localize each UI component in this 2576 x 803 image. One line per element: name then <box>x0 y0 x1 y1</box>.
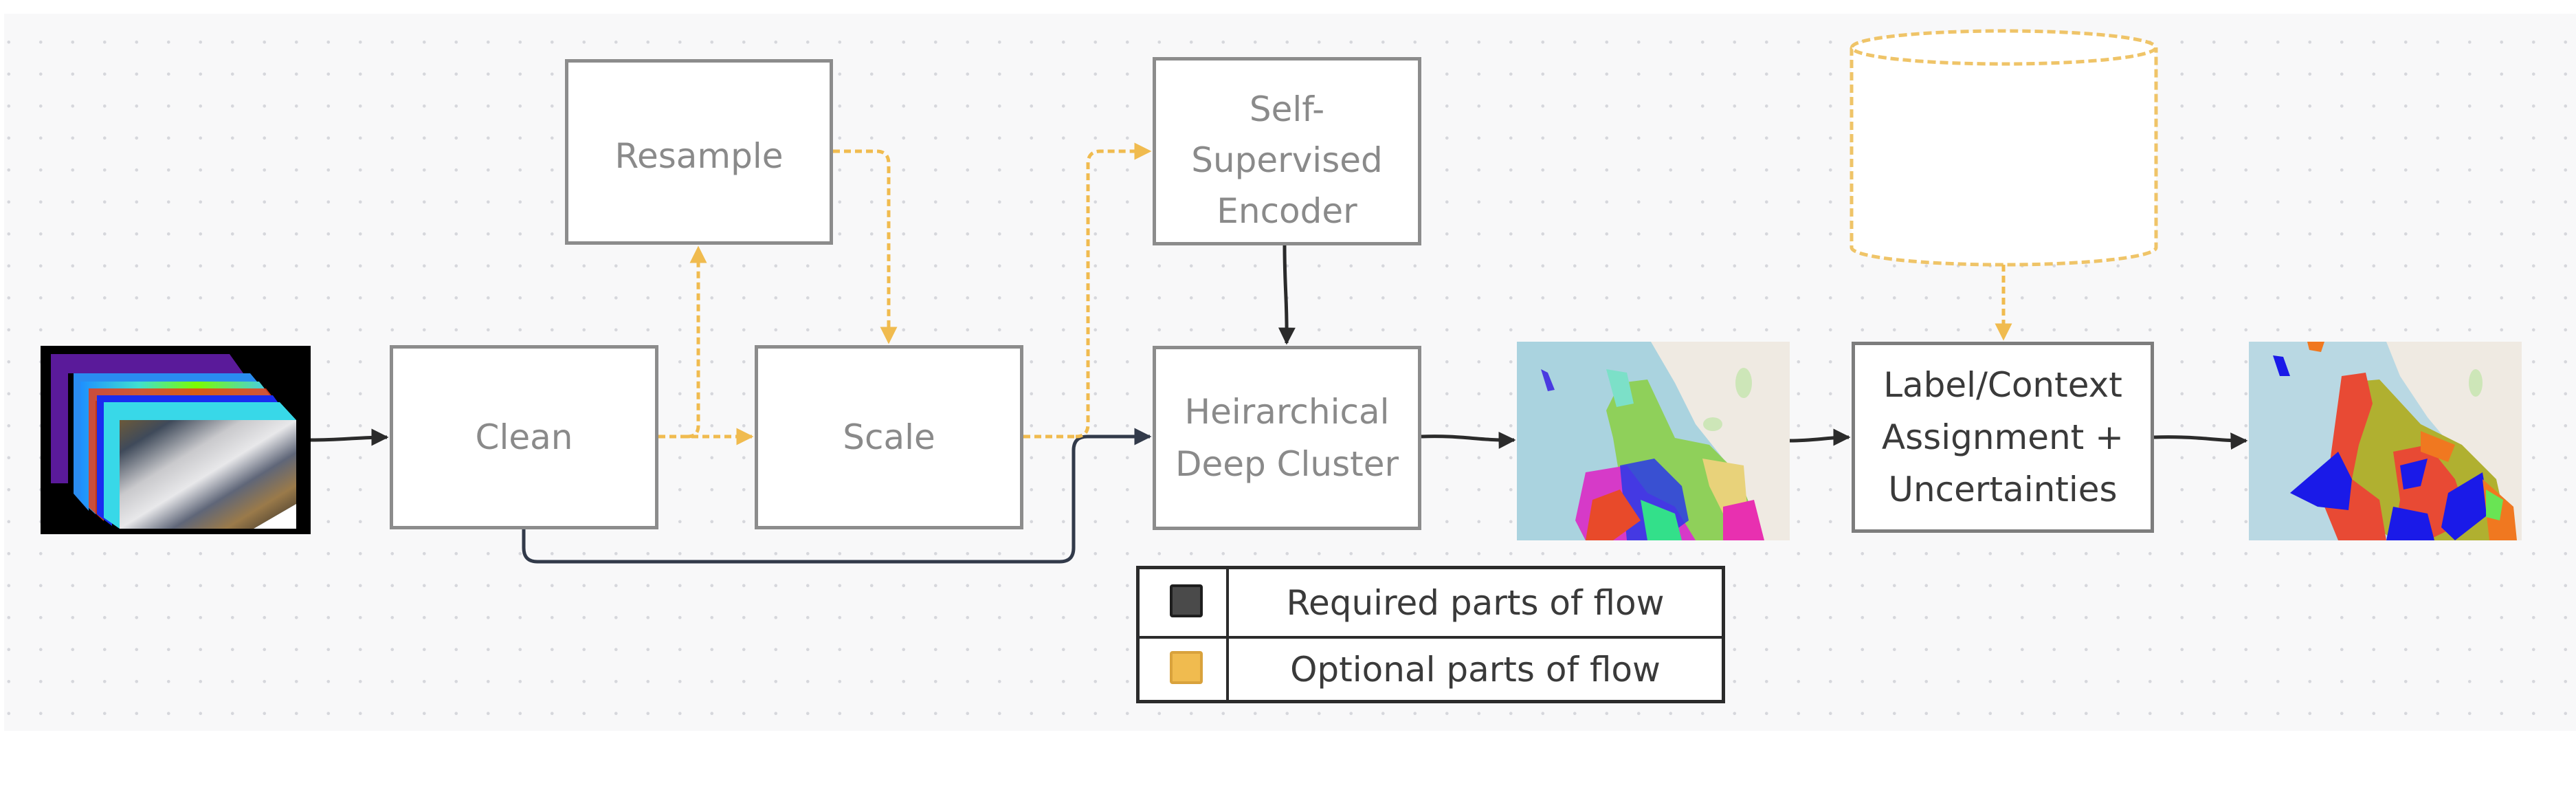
clean-node-label: Clean <box>475 417 573 457</box>
legend-item-optional: Optional parts of flow <box>1140 636 1722 703</box>
edge-scale-to-sse[interactable] <box>1075 142 1152 439</box>
edge-input-to-clean[interactable] <box>310 428 389 446</box>
legend-label-required: Required parts of flow <box>1286 582 1665 623</box>
edge-clean-to-hdc[interactable] <box>522 428 1152 564</box>
input-data-cube-image[interactable] <box>41 346 311 534</box>
edge-hdc-to-cluster-map[interactable] <box>1421 431 1516 449</box>
label-context-assignment-node[interactable]: Label/Context Assignment + Uncertainties <box>1852 342 2154 533</box>
legend-swatch-cell <box>1140 636 1229 703</box>
edge-label-to-final-map[interactable] <box>2153 432 2248 450</box>
required-swatch-icon <box>1170 584 1203 617</box>
hierarchical-deep-cluster-node[interactable]: Heirarchical Deep Cluster <box>1153 346 1421 530</box>
legend: Required parts of flow Optional parts of… <box>1136 566 1725 703</box>
hierarchical-deep-cluster-label: Heirarchical Deep Cluster <box>1175 392 1399 484</box>
cluster-map-image[interactable] <box>1517 342 1790 540</box>
self-supervised-encoder-label: Self-Supervised Encoder <box>1191 89 1383 231</box>
cluster-map-graphic <box>1517 342 1790 540</box>
legend-swatch-cell <box>1140 569 1229 636</box>
self-supervised-encoder-node[interactable]: Self-Supervised Encoder <box>1153 57 1421 245</box>
edge-cluster-map-to-label[interactable] <box>1789 428 1851 446</box>
data-cube-graphic <box>41 346 311 534</box>
edge-clean-to-resample[interactable] <box>687 245 707 439</box>
scale-node-label: Scale <box>843 417 935 457</box>
clean-node[interactable]: Clean <box>390 345 658 529</box>
edge-sse-to-hdc[interactable] <box>1278 245 1296 345</box>
scale-node[interactable]: Scale <box>755 345 1023 529</box>
legend-item-required: Required parts of flow <box>1140 569 1722 639</box>
resample-node-label: Resample <box>614 136 784 176</box>
resample-node[interactable]: Resample <box>565 59 833 245</box>
pre-existing-labels-label: Pre-Existing Labels (if available) <box>1892 82 2116 230</box>
labeled-map-graphic <box>2249 342 2522 540</box>
labeled-map-image[interactable] <box>2249 342 2522 540</box>
optional-swatch-icon <box>1170 651 1203 684</box>
legend-label-optional: Optional parts of flow <box>1290 649 1661 690</box>
label-context-assignment-label: Label/Context Assignment + Uncertainties <box>1881 365 2124 509</box>
